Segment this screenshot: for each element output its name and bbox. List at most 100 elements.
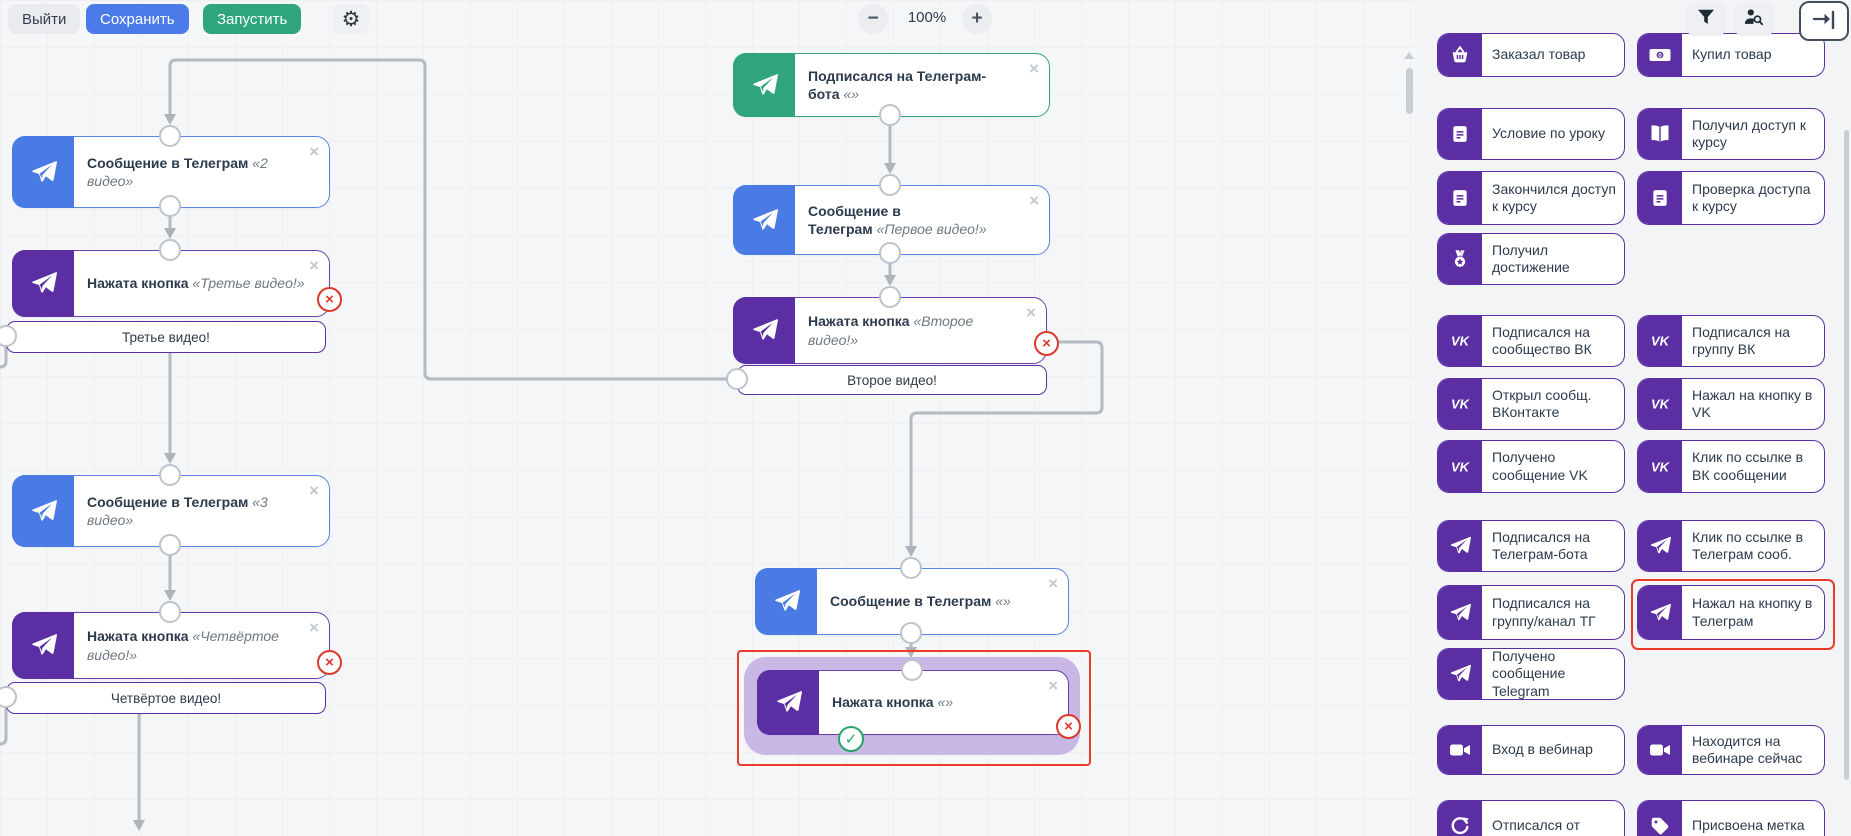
panel-scrollbar-thumb[interactable] [1844,130,1849,780]
vk-icon: VK [1438,441,1482,492]
connector-port[interactable] [159,601,181,623]
sidebar-item-kupil-tovar[interactable]: 0 Купил товар [1637,33,1825,77]
sidebar-item-polucheno-soobshchenie-vk[interactable]: VK Получено сообщение VK [1437,440,1625,493]
close-icon[interactable]: × [1048,676,1058,695]
connector-port[interactable] [159,195,181,217]
scroll-up-arrow[interactable] [1404,52,1414,59]
connector-port[interactable] [879,242,901,264]
error-badge-icon[interactable]: × [1056,714,1081,739]
sidebar-item-uslovie-po-uroku[interactable]: Условие по уроку [1437,108,1625,160]
sidebar-item-klik-ssylke-vk[interactable]: VK Клик по ссылке в ВК сообщении [1637,440,1825,493]
wire-arrowheads [133,114,917,831]
sidebar-item-otpisalsya-ot[interactable]: Отписался от [1437,800,1625,836]
telegram-icon [733,185,795,255]
save-button[interactable]: Сохранить [86,4,189,34]
connector-port[interactable] [879,174,901,196]
connector-port[interactable] [726,368,748,390]
sidebar-item-vkhod-v-vebinar[interactable]: Вход в вебинар [1437,725,1625,775]
zoom-level: 100% [907,9,947,26]
sidebar-item-proverka-dostupa[interactable]: Проверка доступа к курсу [1637,171,1825,225]
sidebar-item-klik-ssylke-telegram[interactable]: Клик по ссылке в Телеграм сооб. [1637,520,1825,572]
sidebar-item-prisvoena-metka[interactable]: Присвоена метка [1637,800,1825,836]
journal-icon [1638,172,1682,224]
sidebar-item-podpisalsya-gruppu-vk[interactable]: VK Подписался на группу ВК [1637,315,1825,367]
settings-button[interactable]: ⚙ [333,4,369,34]
svg-text:0: 0 [1658,52,1662,59]
connector-port[interactable] [159,239,181,261]
run-button[interactable]: Запустить [203,4,302,34]
telegram-icon [1438,649,1482,699]
close-icon[interactable]: × [309,256,319,275]
connector-port[interactable] [879,104,901,126]
sidebar-item-podpisalsya-gruppu-tg[interactable]: Подписался на группу/канал ТГ [1437,585,1625,640]
connector-port[interactable] [159,125,181,147]
connector-port[interactable] [0,686,17,708]
connector-port[interactable] [900,622,922,644]
collapse-panel-button[interactable] [1799,1,1849,41]
telegram-icon [1438,586,1482,639]
node-title: Подписался на Телеграм-бота «» [808,67,987,102]
flow-node-message-pervoe-video[interactable]: Сообщение в Телеграм «Первое видео!» × [733,185,1050,255]
arrow-to-bar-icon [1812,9,1836,34]
zoom-in-button[interactable]: + [962,4,992,34]
error-badge-icon[interactable]: × [317,287,342,312]
flow-node-button-tretye-video[interactable]: Нажата кнопка «Третье видео!» × × [12,250,342,317]
sidebar-item-poluchil-dostup-k-kursu[interactable]: Получил доступ к курсу [1637,108,1825,160]
sidebar-item-zakazal-tovar[interactable]: Заказал товар [1437,33,1625,77]
video-camera-icon [1438,726,1482,774]
user-search-button[interactable] [1734,3,1774,36]
error-badge-icon[interactable]: × [1034,331,1059,356]
svg-text:VK: VK [1651,334,1671,349]
close-icon[interactable]: × [309,481,319,500]
connector-port[interactable] [159,464,181,486]
success-badge-icon[interactable]: ✓ [838,726,864,752]
telegram-icon [1438,521,1482,571]
connector-port[interactable] [0,325,17,347]
flow-node-button-chetvyortoe-video[interactable]: Нажата кнопка «Четвёртое видео!» × × [12,612,342,679]
sidebar-item-nakhoditsya-na-vebinare[interactable]: Находится на вебинаре сейчас [1637,725,1825,775]
canvas-scrollbar-thumb[interactable] [1406,68,1413,114]
zoom-out-button[interactable]: − [858,4,888,34]
sidebar-item-nazhal-knopku-vk[interactable]: VK Нажал на кнопку в VK [1637,378,1825,430]
connector-port[interactable] [879,286,901,308]
node-title: Нажата кнопка «Третье видео!» [87,275,305,292]
vk-icon: VK [1438,316,1482,366]
connector-port[interactable] [900,557,922,579]
sidebar-item-poluchil-dostizhenie[interactable]: Получил достижение [1437,233,1625,285]
open-book-icon [1638,109,1682,159]
close-icon[interactable]: × [1029,191,1039,210]
sidebar-item-polucheno-soobshchenie-telegram[interactable]: Получено сообщение Telegram [1437,648,1625,700]
svg-text:VK: VK [1451,459,1471,474]
node-button-row[interactable]: Четвёртое видео! [6,682,326,714]
sidebar-item-otkryl-soobshch-vk[interactable]: VK Открыл сообщ. ВКонтакте [1437,378,1625,430]
connector-port[interactable] [159,534,181,556]
node-title: Нажата кнопка «Четвёртое видео!» [87,628,279,663]
wire [0,344,8,369]
close-icon[interactable]: × [1029,59,1039,78]
refresh-icon [1438,801,1482,836]
sidebar-item-zakonchilsya-dostup[interactable]: Закончился доступ к курсу [1437,171,1625,225]
node-title: Сообщение в Телеграм «3 видео» [87,493,268,528]
filter-icon [1697,9,1715,30]
sidebar-item-nazhal-knopku-telegram[interactable]: Нажал на кнопку в Телеграм [1637,585,1825,640]
close-icon[interactable]: × [1048,574,1058,593]
filter-button[interactable] [1686,3,1726,36]
node-button-row[interactable]: Второе видео! [737,365,1047,395]
wire [168,58,739,381]
error-badge-icon[interactable]: × [317,650,342,675]
telegram-icon [12,136,74,208]
minus-icon: − [867,8,879,29]
sidebar-item-podpisalsya-soobshchestvo-vk[interactable]: VK Подписался на сообщество ВК [1437,315,1625,367]
close-icon[interactable]: × [309,618,319,637]
svg-text:VK: VK [1451,397,1471,412]
node-button-row[interactable]: Третье видео! [6,321,326,353]
flow-node-button-vtoroe-video[interactable]: Нажата кнопка «Второе видео!» × × [733,297,1059,364]
connector-port[interactable] [901,659,923,681]
close-icon[interactable]: × [309,142,319,161]
svg-text:VK: VK [1451,334,1471,349]
exit-button[interactable]: Выйти [8,4,81,34]
sidebar-item-podpisalsya-telegram-bota[interactable]: Подписался на Телеграм-бота [1437,520,1625,572]
canvas[interactable]: Подписался на Телеграм-бота «» × Сообщен… [0,0,1420,836]
close-icon[interactable]: × [1026,303,1036,322]
